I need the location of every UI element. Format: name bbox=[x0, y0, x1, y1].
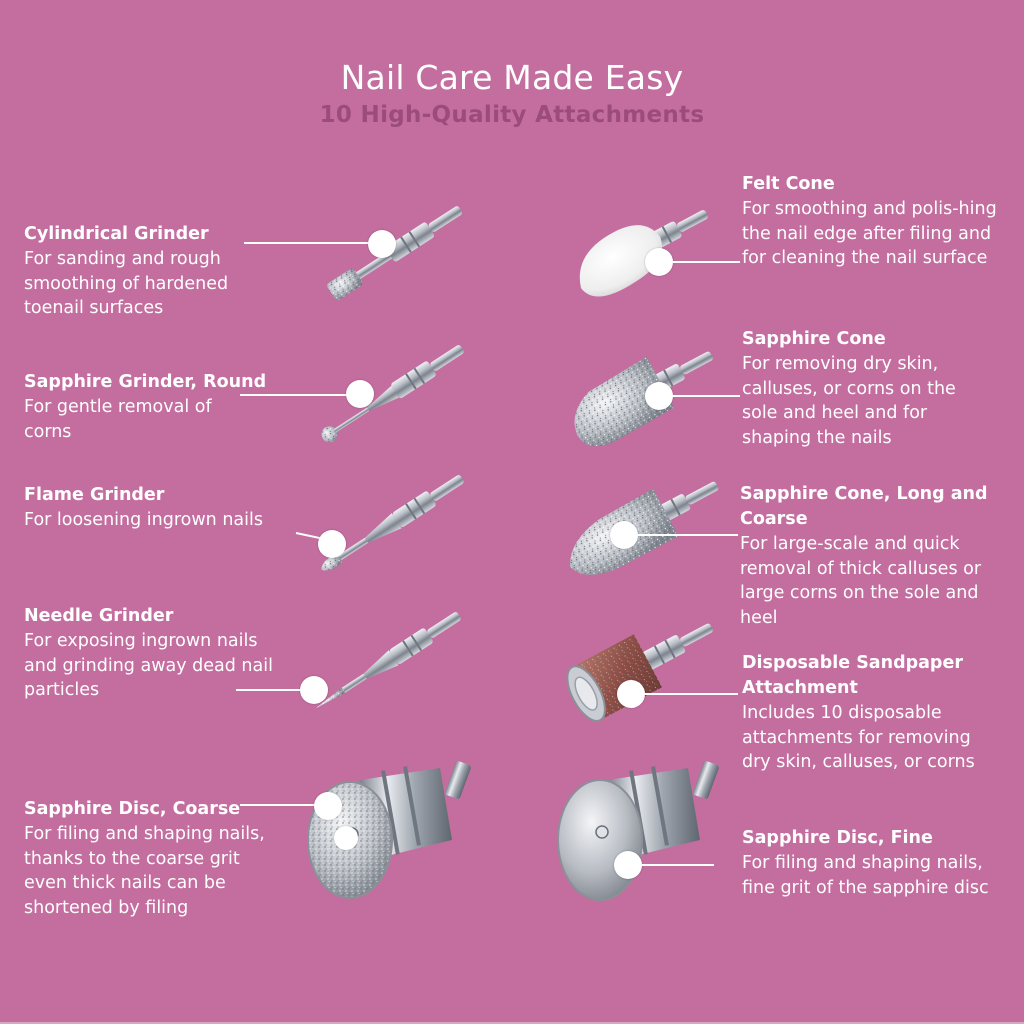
attachment-name: Sapphire Cone bbox=[742, 329, 886, 349]
callout-dot bbox=[610, 521, 638, 549]
attachment-description: Includes 10 disposable attachments for r… bbox=[742, 703, 975, 772]
attachment-name: Sapphire Grinder, Round bbox=[24, 372, 267, 392]
sapphire-cone-long-image bbox=[570, 481, 719, 575]
attachment-name: Cylindrical Grinder bbox=[24, 224, 209, 244]
attachment-flame-grinder: Flame Grinder For loosening ingrown nail… bbox=[24, 483, 304, 533]
attachment-sapphire-disc-fine: Sapphire Disc, Fine For filing and shapi… bbox=[742, 826, 1012, 900]
callout-dot bbox=[346, 380, 374, 408]
attachment-description: For smoothing and polis-hing the nail ed… bbox=[742, 199, 997, 268]
callout-line bbox=[240, 804, 320, 806]
attachment-sapphire-grinder-round: Sapphire Grinder, Round For gentle remov… bbox=[24, 370, 304, 444]
needle-grinder-image bbox=[314, 612, 461, 709]
callout-dot bbox=[300, 676, 328, 704]
attachment-sapphire-cone: Sapphire Cone For removing dry skin, cal… bbox=[742, 327, 1004, 450]
sapphire-disc-coarse-image bbox=[307, 761, 471, 899]
attachment-name: Sapphire Disc, Fine bbox=[742, 828, 933, 848]
sapphire-cone-image bbox=[574, 351, 713, 447]
attachment-description: For sanding and rough smoothing of harde… bbox=[24, 249, 229, 318]
flame-grinder-image bbox=[321, 475, 464, 571]
sapphire-disc-fine-image bbox=[557, 761, 719, 901]
attachment-cylindrical-grinder: Cylindrical Grinder For sanding and roug… bbox=[24, 222, 294, 321]
page-title: Nail Care Made Easy bbox=[340, 58, 684, 97]
callout-line bbox=[668, 261, 740, 263]
sandpaper-attachment-image bbox=[566, 623, 713, 722]
attachment-description: For gentle removal of corns bbox=[24, 397, 212, 442]
attachment-description: For filing and shaping nails, thanks to … bbox=[24, 824, 265, 918]
bottom-border bbox=[0, 1022, 1024, 1024]
attachment-description: For large-scale and quick removal of thi… bbox=[740, 534, 982, 628]
attachment-felt-cone: Felt Cone For smoothing and polis-hing t… bbox=[742, 172, 1004, 271]
attachment-disposable-sandpaper: Disposable Sandpaper Attachment Includes… bbox=[742, 651, 1012, 775]
attachment-needle-grinder: Needle Grinder For exposing ingrown nail… bbox=[24, 604, 304, 703]
attachment-description: For exposing ingrown nails and grinding … bbox=[24, 631, 273, 700]
attachment-description: For loosening ingrown nails bbox=[24, 510, 263, 530]
attachment-description: For filing and shaping nails, fine grit … bbox=[742, 853, 989, 898]
callout-line bbox=[640, 693, 738, 695]
felt-cone-image bbox=[579, 210, 708, 297]
callout-dot bbox=[318, 530, 346, 558]
attachment-sapphire-disc-coarse: Sapphire Disc, Coarse For filing and sha… bbox=[24, 797, 304, 920]
callout-dot bbox=[334, 826, 358, 850]
callout-line bbox=[668, 395, 740, 397]
sapphire-grinder-round-image bbox=[321, 345, 464, 443]
callout-line bbox=[236, 689, 314, 691]
attachment-name: Felt Cone bbox=[742, 174, 835, 194]
attachment-name: Sapphire Disc, Coarse bbox=[24, 799, 241, 819]
attachment-description: For removing dry skin, calluses, or corn… bbox=[742, 354, 956, 448]
callout-line bbox=[634, 534, 738, 536]
callout-dot bbox=[368, 230, 396, 258]
callout-line bbox=[240, 394, 370, 396]
attachment-sapphire-cone-long-coarse: Sapphire Cone, Long and Coarse For large… bbox=[740, 482, 1012, 630]
attachment-name: Needle Grinder bbox=[24, 606, 174, 626]
attachment-name: Flame Grinder bbox=[24, 485, 165, 505]
page-subtitle: 10 High-Quality Attachments bbox=[319, 102, 705, 128]
attachment-name: Sapphire Cone, Long and Coarse bbox=[740, 484, 988, 529]
callout-line bbox=[636, 864, 714, 866]
callout-dot bbox=[314, 792, 342, 820]
attachment-name: Disposable Sandpaper Attachment bbox=[742, 653, 963, 698]
callout-line bbox=[244, 242, 380, 244]
